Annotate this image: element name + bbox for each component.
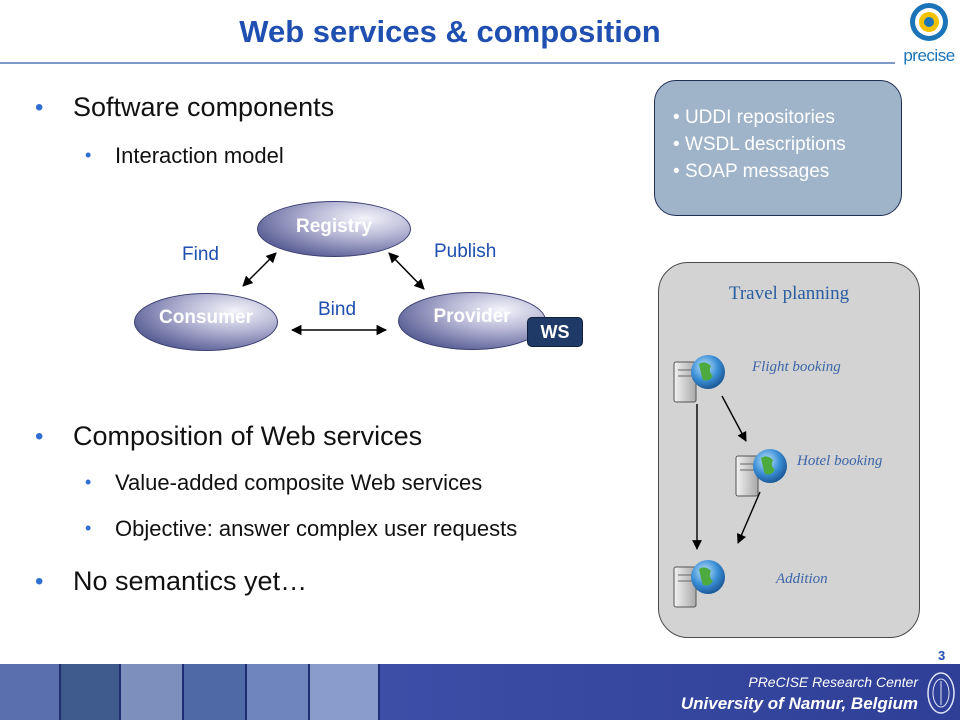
footer-photo-strip <box>0 664 381 720</box>
footer-photo <box>184 664 247 720</box>
footer-photo <box>0 664 61 720</box>
bind-label: Bind <box>318 299 357 320</box>
provider-node: Provider <box>398 292 546 350</box>
footer-photo <box>309 664 381 720</box>
ws-badge: WS <box>527 317 583 347</box>
footer-photo <box>60 664 122 720</box>
footer-bar: PReCISE Research Center University of Na… <box>0 664 960 720</box>
bullet-dot: • <box>85 472 92 492</box>
bullet-dot: • <box>35 568 44 595</box>
precise-logo-icon <box>898 0 960 66</box>
footer-research-center: PReCISE Research Center <box>748 674 918 690</box>
callout-item-soap: • SOAP messages <box>673 161 830 182</box>
bullet-software-components: • Software components <box>35 92 335 122</box>
consumer-node: Consumer <box>134 293 278 351</box>
title-divider <box>0 62 895 64</box>
footer-university: University of Namur, Belgium <box>680 694 918 713</box>
hotel-booking-label: Hotel booking <box>797 453 883 469</box>
callout-item-wsdl: • WSDL descriptions <box>673 134 846 155</box>
bullet-objective: • Objective: answer complex user request… <box>85 516 518 541</box>
footer-photo <box>246 664 310 720</box>
page-number: 3 <box>938 648 946 663</box>
bullet-dot: • <box>35 94 44 121</box>
bullet-interaction-model: • Interaction model <box>85 143 284 168</box>
bullet-dot: • <box>85 518 92 538</box>
footer-photo <box>121 664 185 720</box>
travel-planning-title: Travel planning <box>728 283 850 304</box>
bullet-composition: • Composition of Web services <box>35 421 423 451</box>
technologies-callout: • UDDI repositories • WSDL descriptions … <box>654 80 902 216</box>
bullet-value-added: • Value-added composite Web services <box>85 470 483 495</box>
registry-node: Registry <box>257 201 411 257</box>
addition-label: Addition <box>776 571 828 587</box>
bullet-no-semantics: • No semantics yet… <box>35 566 308 596</box>
publish-label: Publish <box>434 241 497 262</box>
bullet-dot: • <box>35 423 44 450</box>
find-label: Find <box>182 244 219 265</box>
slide-title: Web services & composition <box>239 14 661 49</box>
university-seal-icon <box>927 672 955 714</box>
logo-text: precise <box>903 46 955 65</box>
flight-booking-label: Flight booking <box>752 359 841 375</box>
callout-item-uddi: • UDDI repositories <box>673 107 835 128</box>
bullet-dot: • <box>85 145 92 165</box>
